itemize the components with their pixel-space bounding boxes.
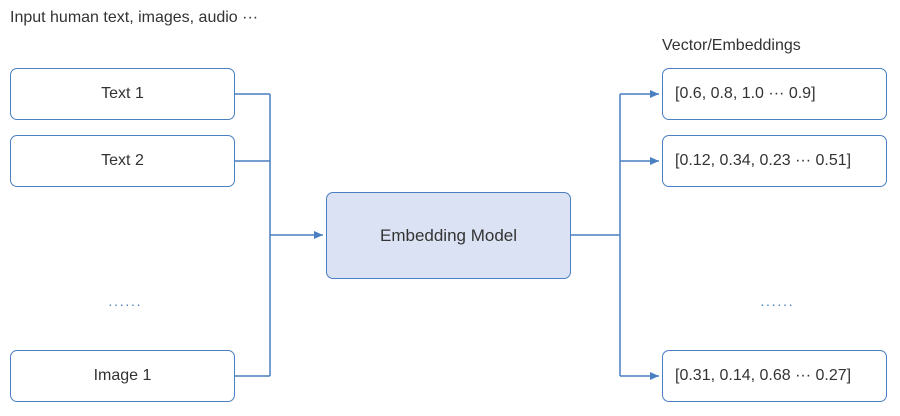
output-ellipsis: ······ <box>760 296 794 312</box>
output-label-vector-2: [0.12, 0.34, 0.23 ··· 0.51] <box>675 152 852 169</box>
output-box-vector-3: [0.31, 0.14, 0.68 ··· 0.27] <box>662 350 887 402</box>
input-box-image-1: Image 1 <box>10 350 235 402</box>
inputs-caption: Input human text, images, audio ··· <box>10 9 259 26</box>
input-box-text-1: Text 1 <box>10 68 235 120</box>
embedding-model-box: Embedding Model <box>326 192 571 279</box>
output-box-vector-2: [0.12, 0.34, 0.23 ··· 0.51] <box>662 135 887 187</box>
input-label-image-1: Image 1 <box>93 367 152 384</box>
embeddings-caption: Vector/Embeddings <box>662 37 801 54</box>
output-label-vector-3: [0.31, 0.14, 0.68 ··· 0.27] <box>675 367 852 384</box>
input-ellipsis: ······ <box>108 296 142 312</box>
embedding-model-label: Embedding Model <box>379 225 518 245</box>
input-box-text-2: Text 2 <box>10 135 235 187</box>
input-label-text-1: Text 1 <box>101 85 144 102</box>
output-box-vector-1: [0.6, 0.8, 1.0 ··· 0.9] <box>662 68 887 120</box>
input-label-text-2: Text 2 <box>101 152 144 169</box>
output-label-vector-1: [0.6, 0.8, 1.0 ··· 0.9] <box>675 85 816 102</box>
